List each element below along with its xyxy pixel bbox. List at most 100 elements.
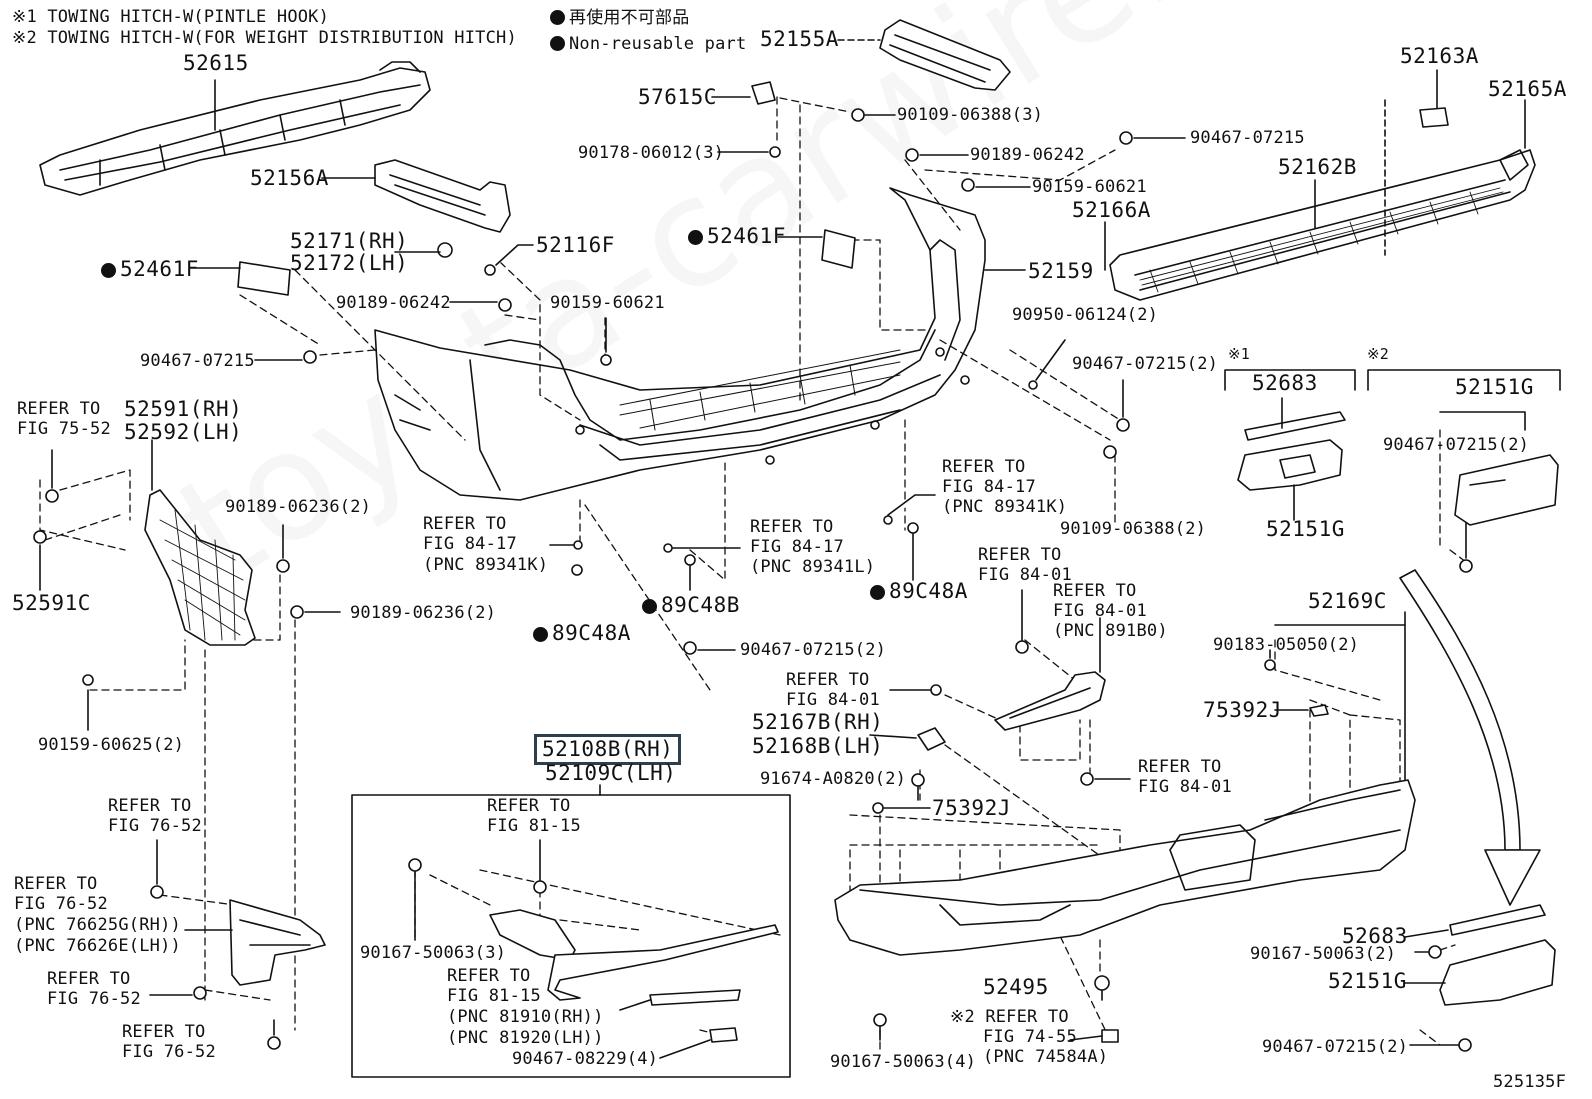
label-90109-06388-3[interactable]: 90109-06388(3) <box>897 105 1044 125</box>
label-52159[interactable]: 52159 <box>1028 259 1094 283</box>
label-52461F-right[interactable]: 52461F <box>688 225 786 248</box>
label-90167-50063-2[interactable]: 90167-50063(2) <box>1250 944 1397 964</box>
label-57615C[interactable]: 57615C <box>638 85 717 109</box>
refer-84-17-b2[interactable]: FIG 84-17 <box>750 537 844 557</box>
refer-74-55-3[interactable]: (PNC 74584A) <box>983 1047 1109 1067</box>
refer-84-17-c1[interactable]: REFER TO <box>942 457 1026 477</box>
label-90467-07215-2-mid[interactable]: 90467-07215(2) <box>740 640 887 660</box>
refer-84-17-b1[interactable]: REFER TO <box>750 517 834 537</box>
refer-76-52-b1[interactable]: REFER TO <box>14 874 98 894</box>
label-52615[interactable]: 52615 <box>183 51 249 75</box>
refer-81-15-a1[interactable]: REFER TO <box>487 796 571 816</box>
label-52109C[interactable]: 52109C(LH) <box>545 761 677 785</box>
refer-76-52-b2[interactable]: FIG 76-52 <box>14 894 108 914</box>
refer-84-01-a1[interactable]: REFER TO <box>978 545 1062 565</box>
refer-76-52-c1[interactable]: REFER TO <box>47 969 131 989</box>
label-52151G-b[interactable]: 52151G <box>1455 375 1534 399</box>
refer-76-52-b3[interactable]: (PNC 76625G(RH)) <box>14 915 181 935</box>
refer-75-52-line1[interactable]: REFER TO <box>17 399 101 419</box>
label-90189-06236-2-b[interactable]: 90189-06236(2) <box>350 603 497 623</box>
label-52116F[interactable]: 52116F <box>536 233 615 257</box>
label-52151G-a[interactable]: 52151G <box>1266 517 1345 541</box>
label-52155A[interactable]: 52155A <box>760 27 839 51</box>
refer-74-55-1[interactable]: ※2 REFER TO <box>950 1007 1069 1027</box>
refer-76-52-a1[interactable]: REFER TO <box>108 796 192 816</box>
label-89C48A-left[interactable]: 89C48A <box>533 622 631 645</box>
refer-84-01-b3[interactable]: (PNC 891B0) <box>1053 621 1168 641</box>
bracket-52155A-part <box>879 19 1011 91</box>
label-89C48B[interactable]: 89C48B <box>642 594 740 617</box>
label-52156A[interactable]: 52156A <box>250 166 329 190</box>
label-90467-07215-2-box[interactable]: 90467-07215(2) <box>1383 435 1530 455</box>
label-90467-07215-left[interactable]: 90467-07215 <box>140 351 255 371</box>
refer-84-01-b2[interactable]: FIG 84-01 <box>1053 601 1147 621</box>
label-52169C[interactable]: 52169C <box>1308 589 1387 613</box>
label-52151G-c[interactable]: 52151G <box>1328 969 1407 993</box>
refer-76-52-d1[interactable]: REFER TO <box>122 1022 206 1042</box>
label-90189-06242-left[interactable]: 90189-06242 <box>336 293 451 313</box>
label-52108B-selected[interactable]: 52108B(RH) <box>534 734 682 765</box>
label-52592[interactable]: 52592(LH) <box>124 420 243 444</box>
label-89C48A-right[interactable]: 89C48A <box>870 580 968 603</box>
refer-84-17-a1[interactable]: REFER TO <box>423 514 507 534</box>
label-75392J-a[interactable]: 75392J <box>932 796 1011 820</box>
label-52591[interactable]: 52591(RH) <box>124 397 243 421</box>
non-reusable-dot-icon <box>533 627 548 642</box>
label-90159-60621-mid[interactable]: 90159-60621 <box>550 293 665 313</box>
refer-84-01-c2[interactable]: FIG 84-01 <box>786 690 880 710</box>
label-90467-07215-top[interactable]: 90467-07215 <box>1190 128 1305 148</box>
refer-84-17-b3[interactable]: (PNC 89341L) <box>750 557 876 577</box>
refer-76-52-b4[interactable]: (PNC 76626E(LH)) <box>14 936 181 956</box>
label-52591C[interactable]: 52591C <box>12 591 91 615</box>
refer-76-52-d2[interactable]: FIG 76-52 <box>122 1042 216 1062</box>
refer-84-01-d1[interactable]: REFER TO <box>1138 757 1222 777</box>
label-90467-07215-2-right[interactable]: 90467-07215(2) <box>1072 354 1219 374</box>
label-52168B[interactable]: 52168B(LH) <box>752 734 884 758</box>
label-52683-b[interactable]: 52683 <box>1342 924 1408 948</box>
refer-81-15-a2[interactable]: FIG 81-15 <box>487 816 581 836</box>
refer-84-01-b1[interactable]: REFER TO <box>1053 581 1137 601</box>
label-75392J-b[interactable]: 75392J <box>1203 698 1282 722</box>
refer-84-01-c1[interactable]: REFER TO <box>786 670 870 690</box>
refer-84-17-c2[interactable]: FIG 84-17 <box>942 477 1036 497</box>
refer-81-15-b3[interactable]: (PNC 81910(RH)) <box>447 1007 604 1027</box>
label-52461F-left[interactable]: 52461F <box>101 258 199 281</box>
refer-84-01-d2[interactable]: FIG 84-01 <box>1138 777 1232 797</box>
refer-74-55-2[interactable]: FIG 74-55 <box>983 1027 1077 1047</box>
label-90109-06388-2[interactable]: 90109-06388(2) <box>1060 519 1207 539</box>
label-90159-60625-2[interactable]: 90159-60625(2) <box>38 735 185 755</box>
label-90950-06124-2[interactable]: 90950-06124(2) <box>1012 305 1159 325</box>
label-52167B[interactable]: 52167B(RH) <box>752 710 884 734</box>
label-52165A[interactable]: 52165A <box>1488 77 1567 101</box>
label-90159-60621-top[interactable]: 90159-60621 <box>1032 177 1147 197</box>
label-90189-06242-top[interactable]: 90189-06242 <box>970 145 1085 165</box>
label-90467-07215-2-bottom[interactable]: 90467-07215(2) <box>1262 1037 1409 1057</box>
label-90178-06012-3[interactable]: 90178-06012(3) <box>578 143 725 163</box>
label-52495[interactable]: 52495 <box>983 975 1049 999</box>
sticker-52461F-left <box>237 261 291 296</box>
non-reusable-dot-icon <box>642 599 657 614</box>
refer-84-17-a2[interactable]: FIG 84-17 <box>423 534 517 554</box>
refer-76-52-c2[interactable]: FIG 76-52 <box>47 989 141 1009</box>
refer-84-17-c3[interactable]: (PNC 89341K) <box>942 497 1068 517</box>
label-91674-A0820-2[interactable]: 91674-A0820(2) <box>760 769 907 789</box>
label-52172[interactable]: 52172(LH) <box>290 251 409 275</box>
label-90167-50063-3[interactable]: 90167-50063(3) <box>360 943 507 963</box>
label-52163A[interactable]: 52163A <box>1400 44 1479 68</box>
label-90467-08229-4[interactable]: 90467-08229(4) <box>512 1049 659 1069</box>
label-90183-05050-2[interactable]: 90183-05050(2) <box>1213 635 1360 655</box>
label-52162B[interactable]: 52162B <box>1278 155 1357 179</box>
refer-84-01-a2[interactable]: FIG 84-01 <box>978 565 1072 585</box>
refer-75-52-line2[interactable]: FIG 75-52 <box>17 419 111 439</box>
refer-81-15-b2[interactable]: FIG 81-15 <box>447 986 541 1006</box>
refer-76-52-a2[interactable]: FIG 76-52 <box>108 816 202 836</box>
label-90189-06236-2-a[interactable]: 90189-06236(2) <box>225 497 372 517</box>
label-52171[interactable]: 52171(RH) <box>290 229 409 253</box>
refer-81-15-b1[interactable]: REFER TO <box>447 966 531 986</box>
label-90167-50063-4[interactable]: 90167-50063(4) <box>830 1052 977 1072</box>
label-52166A[interactable]: 52166A <box>1072 198 1151 222</box>
label-52683-a[interactable]: 52683 <box>1252 371 1318 395</box>
refer-84-17-a3[interactable]: (PNC 89341K) <box>423 555 549 575</box>
refer-81-15-b4[interactable]: (PNC 81920(LH)) <box>447 1028 604 1048</box>
